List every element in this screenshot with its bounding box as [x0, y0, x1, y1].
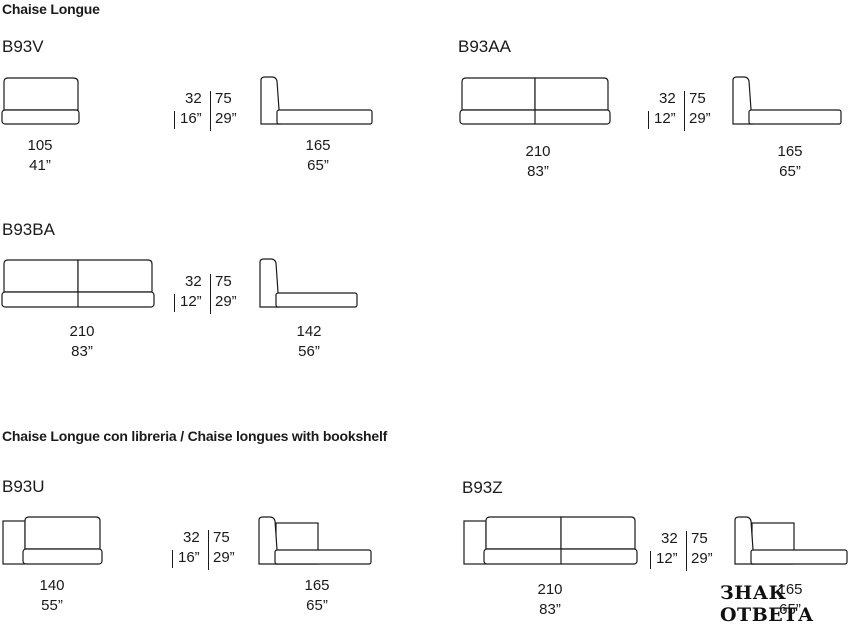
model-code-b93ba: B93BA — [2, 220, 55, 239]
b93v-front-view — [1, 77, 80, 125]
model-code-b93u: B93U — [2, 477, 45, 496]
b93z-bookshelf — [463, 520, 487, 565]
b93u-side-view — [258, 516, 372, 565]
b93z-front-view — [463, 516, 638, 565]
b93v-side-view — [260, 76, 373, 125]
b93aa-side-view — [732, 76, 842, 125]
model-code-b93aa: B93AA — [458, 37, 511, 56]
model-code-b93z: B93Z — [462, 478, 503, 497]
b93ba-side-view — [259, 258, 358, 308]
b93ba-front-view — [1, 259, 155, 308]
b93z-side-view — [734, 516, 848, 565]
model-code-b93v: B93V — [2, 37, 44, 56]
section-title-chaise-longue: Chaise Longue — [2, 1, 100, 17]
b93u-bookshelf — [2, 520, 26, 565]
b93u-front-view — [2, 516, 103, 565]
watermark: ЗНАК ОТВЕТА — [720, 582, 814, 626]
b93aa-front-view — [459, 77, 611, 125]
section-title-chaise-longue-bookshelf: Chaise Longue con libreria / Chaise long… — [2, 428, 388, 444]
